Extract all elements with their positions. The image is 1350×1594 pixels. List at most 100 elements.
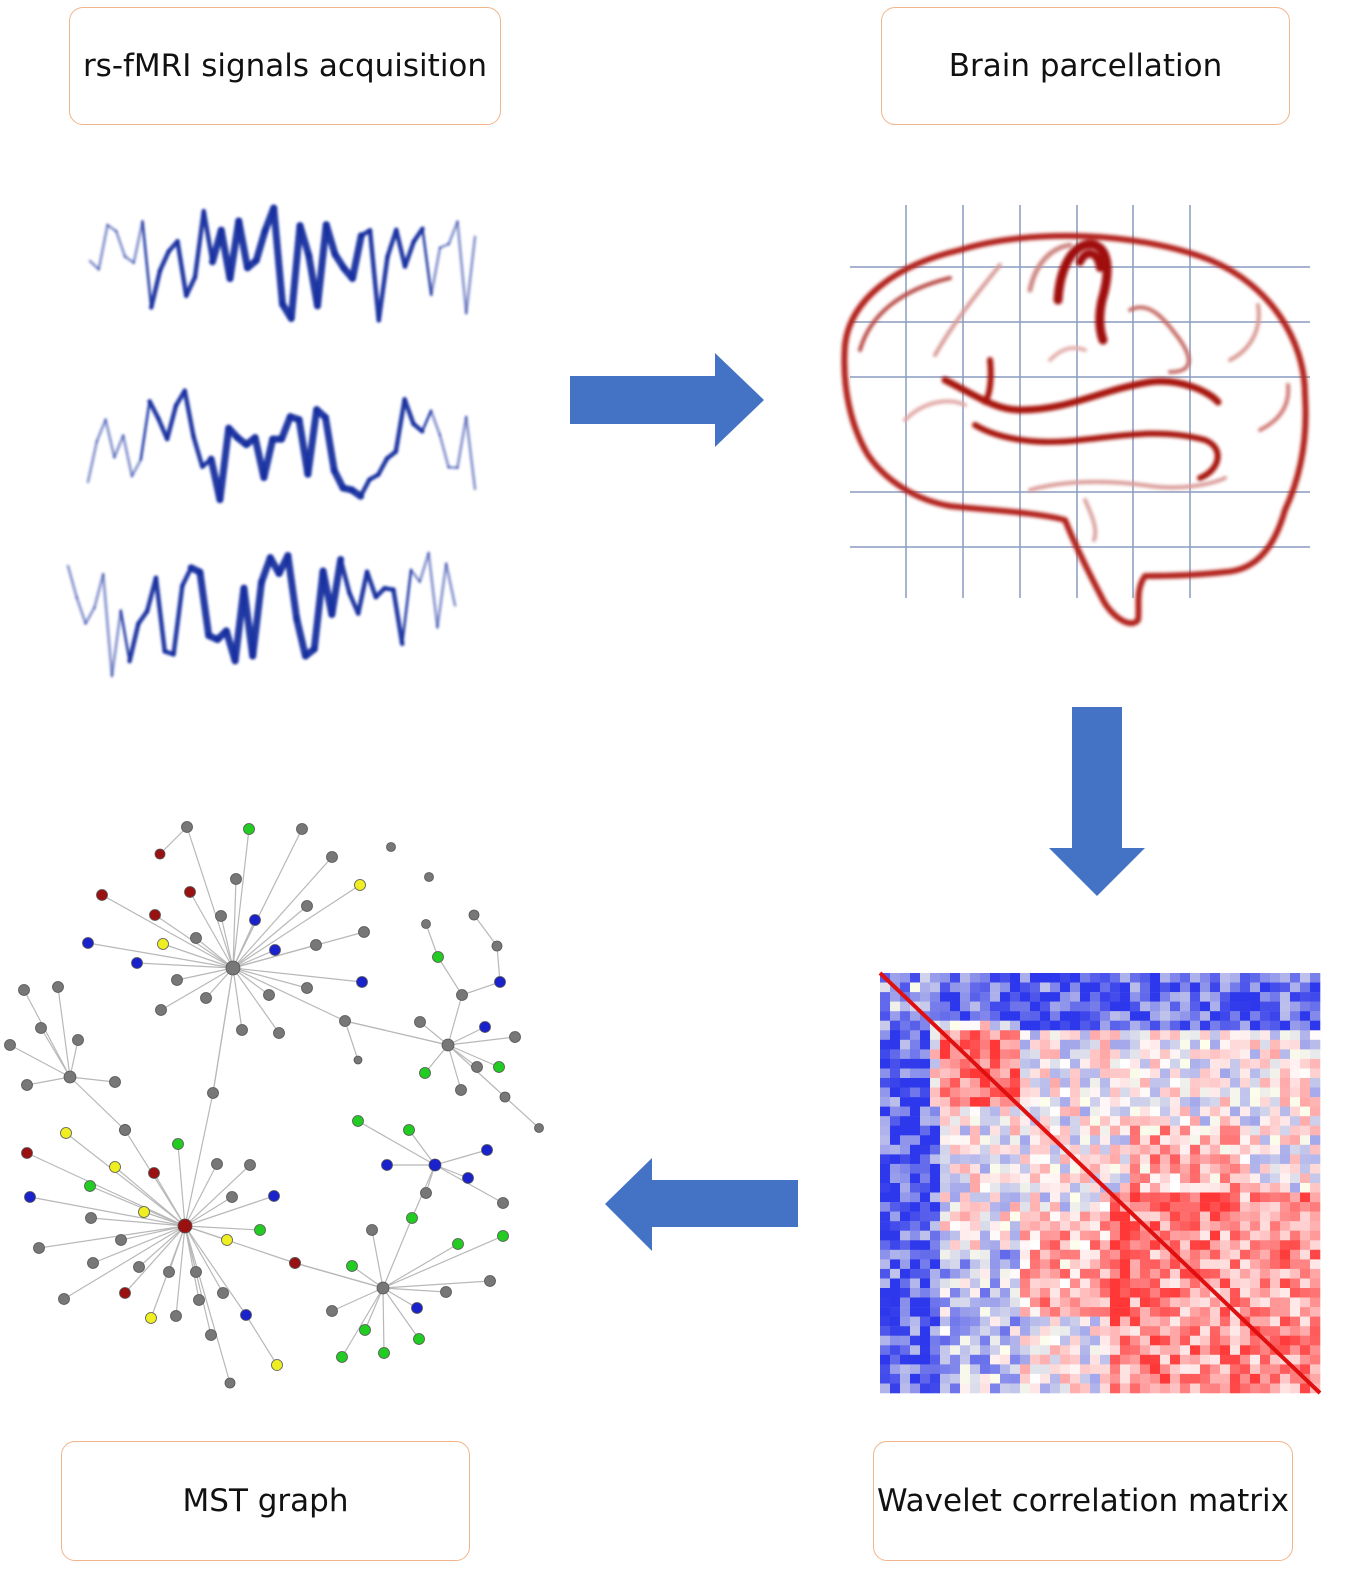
matrix-cell: [1130, 1259, 1141, 1270]
matrix-cell: [1170, 973, 1181, 983]
mst-graph-network: [4, 821, 544, 1389]
matrix-cell: [950, 1163, 961, 1174]
matrix-cell: [1040, 1335, 1051, 1346]
mst-node: [484, 1275, 496, 1287]
matrix-cell: [880, 1297, 891, 1308]
matrix-cell: [1050, 1326, 1061, 1336]
matrix-cell: [920, 1259, 931, 1270]
matrix-cell: [1150, 1001, 1161, 1012]
matrix-cell: [1300, 1097, 1311, 1107]
matrix-cell: [1050, 1106, 1061, 1117]
matrix-cell: [1080, 1278, 1091, 1289]
matrix-cell: [1100, 1345, 1111, 1356]
mst-node: [207, 1087, 219, 1099]
matrix-cell: [950, 1268, 961, 1279]
matrix-cell: [1280, 982, 1291, 993]
matrix-cell: [920, 1335, 931, 1346]
matrix-cell: [1290, 1307, 1301, 1317]
matrix-cell: [1070, 1345, 1081, 1356]
matrix-cell: [930, 1354, 941, 1365]
matrix-cell: [1130, 1154, 1141, 1165]
matrix-cell: [920, 1383, 931, 1394]
matrix-cell: [1010, 1345, 1021, 1356]
matrix-cell: [980, 1173, 991, 1184]
matrix-cell: [910, 1230, 921, 1241]
matrix-cell: [1070, 1183, 1081, 1193]
matrix-cell: [1190, 1125, 1201, 1136]
matrix-cell: [1220, 1001, 1231, 1012]
matrix-cell: [1270, 1221, 1281, 1231]
matrix-cell: [1080, 1097, 1091, 1107]
matrix-cell: [880, 1259, 891, 1270]
matrix-cell: [880, 1030, 891, 1041]
matrix-cell: [1290, 1125, 1301, 1136]
matrix-cell: [990, 1288, 1001, 1298]
matrix-cell: [1240, 1240, 1251, 1251]
step-mst-graph: MST graph: [61, 1441, 470, 1561]
signal-segment: [402, 397, 416, 427]
matrix-cell: [1100, 1230, 1111, 1241]
matrix-cell: [930, 1039, 941, 1050]
matrix-cell: [1060, 1030, 1071, 1041]
matrix-cell: [950, 1345, 961, 1356]
mst-node: [296, 823, 308, 835]
matrix-cell: [1040, 1068, 1051, 1079]
matrix-cell: [1030, 1192, 1041, 1203]
matrix-cell: [890, 1078, 901, 1088]
matrix-cell: [900, 1020, 911, 1031]
matrix-cell: [1000, 973, 1011, 983]
matrix-cell: [940, 1307, 951, 1317]
matrix-cell: [1000, 1173, 1011, 1184]
matrix-cell: [940, 1211, 951, 1222]
matrix-cell: [1190, 1249, 1201, 1260]
signal-segment: [391, 587, 405, 647]
matrix-cell: [1100, 1039, 1111, 1050]
matrix-cell: [1290, 1316, 1301, 1327]
matrix-cell: [940, 1135, 951, 1146]
matrix-cell: [1060, 1039, 1071, 1050]
matrix-cell: [1300, 973, 1311, 983]
mst-node: [468, 909, 480, 921]
mst-node: [215, 910, 227, 922]
matrix-cell: [950, 1278, 961, 1289]
signal-segment: [201, 208, 215, 265]
matrix-cell: [1120, 1135, 1131, 1146]
mst-node: [35, 1022, 47, 1034]
mst-edge: [447, 1044, 500, 1068]
matrix-cell: [1210, 1335, 1221, 1346]
matrix-cell: [1100, 1249, 1111, 1260]
matrix-cell: [900, 973, 911, 983]
matrix-cell: [1260, 1049, 1271, 1060]
matrix-cell: [1050, 1116, 1061, 1126]
matrix-cell: [980, 1259, 991, 1270]
matrix-cell: [1200, 1125, 1211, 1136]
matrix-cell: [1020, 1240, 1031, 1251]
matrix-cell: [960, 1192, 971, 1203]
matrix-cell: [1120, 1106, 1131, 1117]
matrix-cell: [950, 1154, 961, 1165]
matrix-cell: [930, 1030, 941, 1041]
signal-segment: [95, 418, 107, 443]
matrix-cell: [1060, 973, 1071, 983]
signal-segment: [411, 226, 425, 244]
mst-node: [63, 1070, 77, 1084]
signal-segment: [338, 557, 352, 596]
matrix-cell: [1140, 1316, 1151, 1327]
matrix-cell: [1130, 1106, 1141, 1117]
matrix-cell: [1170, 1345, 1181, 1356]
matrix-cell: [1090, 1240, 1101, 1251]
matrix-cell: [1140, 1125, 1151, 1136]
matrix-cell: [1220, 1326, 1231, 1336]
matrix-cell: [1080, 1288, 1091, 1298]
matrix-cell: [900, 1211, 911, 1222]
matrix-cell: [1070, 1259, 1081, 1270]
matrix-cell: [1050, 1049, 1061, 1060]
matrix-cell: [1270, 1068, 1281, 1079]
matrix-cell: [1030, 1097, 1041, 1107]
matrix-cell: [900, 1221, 911, 1231]
matrix-cell: [1150, 1259, 1161, 1270]
matrix-cell: [1040, 1192, 1051, 1203]
matrix-cell: [1050, 1183, 1061, 1193]
matrix-cell: [1020, 1001, 1031, 1012]
matrix-cell: [1040, 1278, 1051, 1289]
